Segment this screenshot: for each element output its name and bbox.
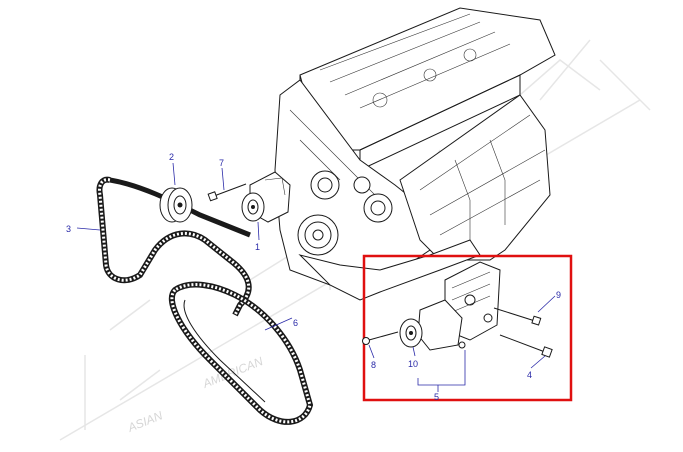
engine-block [274, 7, 556, 301]
tensioner-assembly-10 [399, 299, 466, 351]
highlight-box [362, 254, 573, 402]
callout-5: 5 [434, 392, 439, 402]
callout-1: 1 [255, 242, 260, 252]
callout-4: 4 [527, 370, 532, 380]
callout-7: 7 [219, 158, 224, 168]
callout-2: 2 [169, 152, 174, 162]
bolt-7 [207, 183, 247, 202]
bolt-8 [362, 331, 399, 345]
belt-tensioner [241, 171, 291, 223]
idler-pulley [159, 187, 193, 223]
callout-3: 3 [66, 224, 71, 234]
bolt-4 [499, 334, 553, 358]
drive-belt-3 [96, 176, 252, 317]
callout-10: 10 [408, 359, 418, 369]
callout-9: 9 [556, 290, 561, 300]
drive-belt-6 [168, 281, 314, 425]
callout-8: 8 [371, 360, 376, 370]
watermark-text-1: ASIAN [125, 408, 165, 435]
bolt-9 [493, 307, 542, 326]
leader-lines [76, 162, 556, 392]
callout-6: 6 [293, 318, 298, 328]
